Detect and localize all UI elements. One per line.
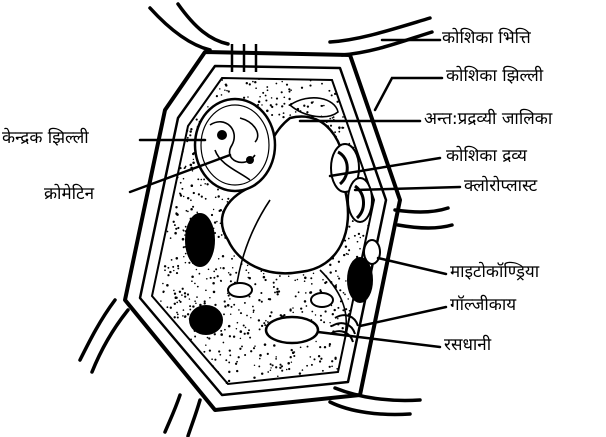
label-chromatin: क्रोमेटिन	[44, 186, 94, 203]
label-vacuole: रसधानी	[444, 337, 491, 354]
label-nuclear-membrane: केन्द्रक झिल्ली	[2, 130, 89, 147]
label-golgi-body: गॉल्जीकाय	[450, 297, 516, 314]
label-cytoplasm: कोशिका द्रव्य	[446, 148, 527, 165]
label-endoplasmic-reticulum: अन्त:प्रद्रव्यी जालिका	[424, 111, 552, 128]
leader-golgi	[360, 307, 446, 326]
golgi-body	[330, 315, 358, 342]
leader-cell-membrane	[375, 78, 442, 110]
leader-vacuole	[318, 332, 440, 347]
nucleus	[195, 99, 275, 191]
label-chloroplast: क्लोरोप्लास्ट	[464, 178, 537, 195]
label-cell-membrane: कोशिका झिल्ली	[446, 68, 543, 85]
label-mitochondria: माइटोकॉण्ड्रिया	[450, 264, 539, 281]
label-cell-wall: कोशिका भित्ति	[442, 30, 531, 47]
small-vacuole	[266, 317, 318, 343]
